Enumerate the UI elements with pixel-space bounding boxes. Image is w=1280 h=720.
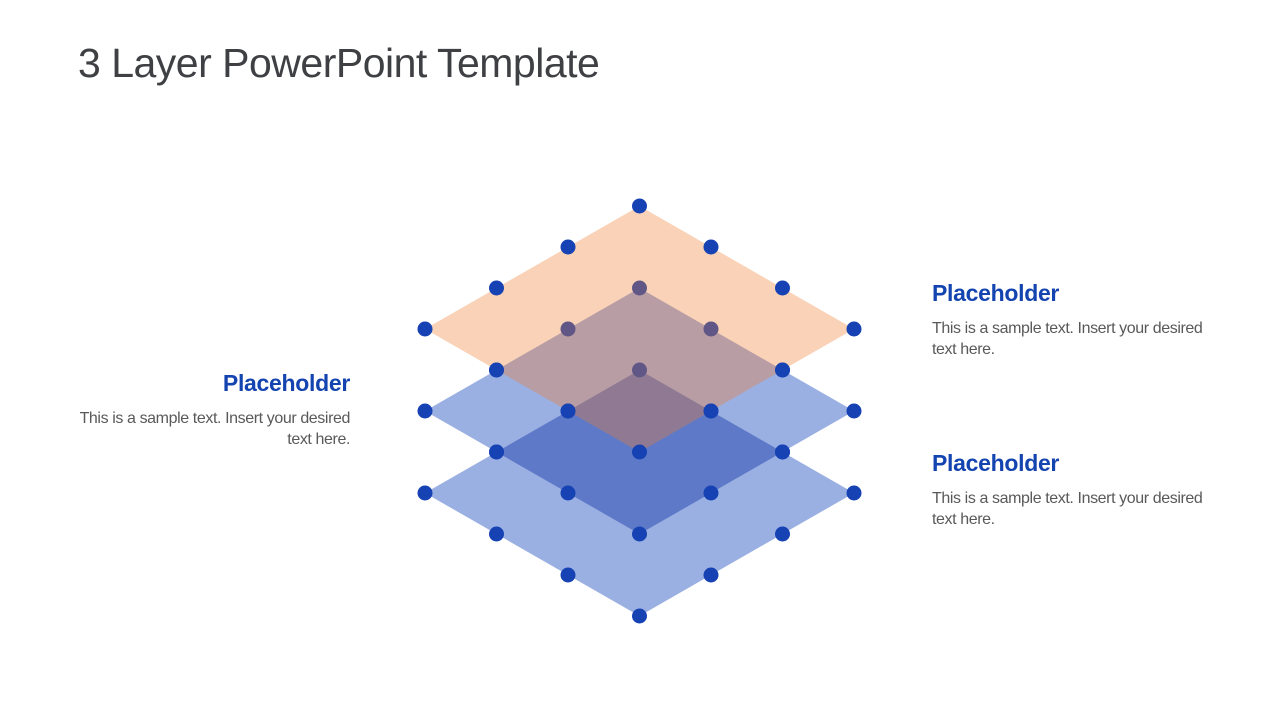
grid-dot [560, 485, 576, 501]
placeholder-text-right-top-line1: This is a sample text. Insert your desir… [932, 320, 1203, 337]
placeholder-block-right-bottom: Placeholder This is a sample text. Inser… [932, 452, 1256, 530]
grid-dot [775, 526, 790, 542]
grid-dot [417, 485, 433, 501]
grid-dot [632, 444, 647, 460]
grid-dot [632, 526, 647, 542]
grid-dot [632, 362, 647, 378]
grid-dot [703, 403, 719, 419]
placeholder-heading-left: Placeholder [222, 370, 350, 396]
grid-dot [560, 321, 576, 337]
placeholder-text-left-line1: This is a sample text. Insert your desir… [79, 410, 351, 427]
grid-dot [560, 567, 576, 583]
grid-dot [560, 239, 576, 255]
grid-dot [775, 444, 790, 460]
grid-dot [703, 321, 719, 337]
grid-dot [489, 280, 504, 296]
grid-dot [489, 526, 504, 542]
grid-dot [560, 403, 576, 419]
grid-dot [417, 321, 433, 337]
placeholder-text-right-top-line2: text here. [932, 341, 995, 358]
placeholder-block-right-top: Placeholder This is a sample text. Inser… [932, 282, 1256, 360]
grid-dot [489, 444, 504, 460]
diagram-top-layer [425, 206, 854, 452]
placeholder-heading-right-bottom: Placeholder [932, 450, 1060, 476]
grid-dot [632, 608, 647, 624]
placeholder-text-left-line2: text here. [287, 431, 350, 448]
placeholder-heading-right-top: Placeholder [932, 280, 1060, 306]
grid-dot [703, 485, 719, 501]
grid-dot [632, 280, 647, 296]
placeholder-block-left: Placeholder This is a sample text. Inser… [26, 370, 351, 450]
grid-dot [846, 403, 862, 419]
grid-dot [703, 239, 719, 255]
grid-dot [846, 321, 862, 337]
placeholder-text-right-bottom-line2: text here. [932, 511, 995, 528]
grid-dot [489, 362, 504, 378]
slide-title: 3 Layer PowerPoint Template [78, 40, 600, 86]
grid-dot [417, 403, 433, 419]
diagram-middle-layer [425, 288, 854, 534]
grid-dot [846, 485, 862, 501]
grid-dot [775, 362, 790, 378]
placeholder-text-right-bottom-line1: This is a sample text. Insert your desir… [932, 490, 1203, 507]
grid-dot [703, 567, 719, 583]
grid-dot [632, 198, 647, 214]
grid-dot [775, 280, 790, 296]
